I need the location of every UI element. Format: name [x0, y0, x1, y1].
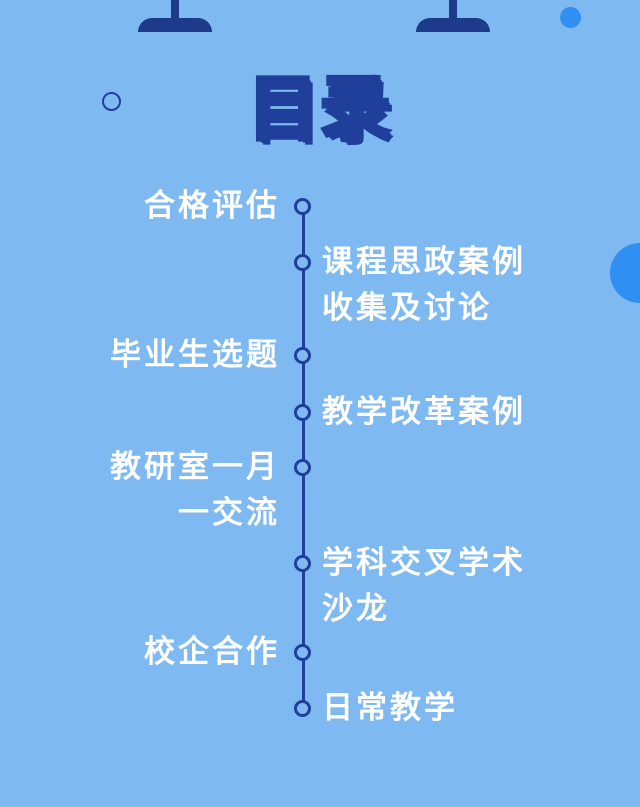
toc-item-teaching-reform-cases: 教学改革案例	[322, 394, 526, 430]
timeline-node	[294, 404, 311, 421]
top-stand-right-decoration	[416, 0, 490, 32]
timeline-node	[294, 644, 311, 661]
top-stand-left-decoration	[138, 0, 212, 32]
timeline-node	[294, 700, 311, 717]
toc-item-qualification-assessment: 合格评估	[144, 188, 280, 224]
timeline-node	[294, 254, 311, 271]
toc-item-monthly-exchange: 教研室一月 一交流	[110, 449, 280, 531]
half-circle-decoration	[610, 243, 640, 303]
stand-pole	[449, 0, 457, 22]
stand-base	[416, 18, 490, 32]
toc-item-daily-teaching: 日常教学	[322, 690, 458, 726]
stand-pole	[171, 0, 179, 22]
toc-item-graduate-topics: 毕业生选题	[110, 337, 280, 373]
timeline-node	[294, 347, 311, 364]
toc-item-interdisciplinary-salon: 学科交叉学术 沙龙	[322, 545, 526, 627]
timeline-node	[294, 198, 311, 215]
blue-dot-decoration	[560, 7, 581, 28]
ring-dot-decoration	[102, 92, 121, 111]
stand-base	[138, 18, 212, 32]
toc-item-course-ideology-cases: 课程思政案例 收集及讨论	[322, 244, 526, 326]
timeline-node	[294, 459, 311, 476]
timeline-node	[294, 555, 311, 572]
page-title: 目录	[246, 68, 392, 150]
toc-item-school-enterprise: 校企合作	[144, 634, 280, 670]
timeline-line	[302, 206, 305, 708]
